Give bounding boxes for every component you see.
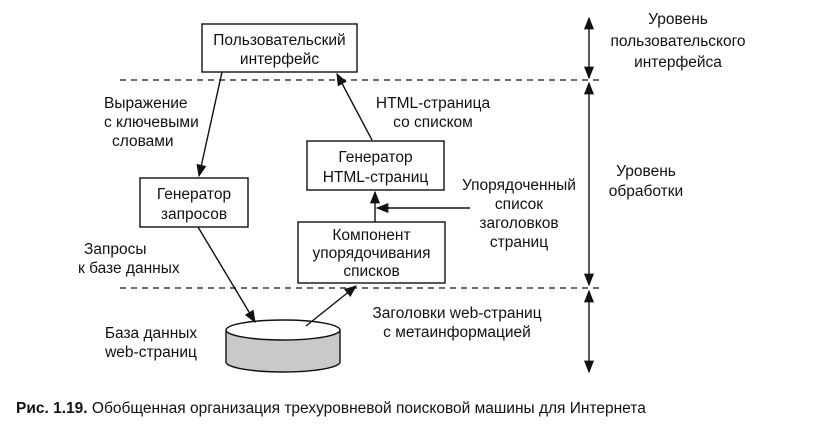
arrow-html-generator-to-ui: [336, 72, 373, 141]
processing-level-label: Уровень обработки: [609, 163, 683, 200]
ui-level-label: Уровень пользовательского интерфейса: [610, 11, 745, 71]
database-cylinder: [225, 319, 341, 373]
caption-text: Обобщенная организация трехуровневой пои…: [91, 400, 646, 417]
ordered-list-line-1: Упорядоченный: [462, 177, 576, 194]
database-line-2: web-страниц: [104, 344, 197, 361]
arrow-database-to-list-component: [305, 285, 357, 327]
list-component-line-2: упорядочивания: [313, 245, 431, 262]
list-component-box: Компонент упорядочивания списков: [297, 221, 446, 284]
queries-label: Запросы к базе данных: [78, 241, 180, 277]
query-generator-line-2: запросов: [161, 206, 227, 223]
figure-caption: Рис. 1.19. Обобщенная организация трехур…: [16, 400, 816, 418]
queries-line-2: к базе данных: [78, 260, 180, 277]
queries-line-1: Запросы: [84, 241, 147, 258]
html-generator-line-2: HTML-страниц: [323, 169, 429, 186]
keywords-line-2: с ключевыми: [104, 114, 199, 131]
headers-label: Заголовки web-страниц с метаинформацией: [372, 305, 541, 341]
database-line-1: База данных: [105, 325, 198, 342]
query-generator-box: Генератор запросов: [139, 177, 249, 228]
query-generator-line-1: Генератор: [157, 186, 231, 203]
html-page-label: HTML-страница со списком: [376, 95, 491, 131]
ui-level-line-3: интерфейса: [634, 54, 722, 71]
ordered-list-line-3: заголовков: [479, 215, 558, 232]
html-page-line-2: со списком: [393, 114, 473, 131]
ordered-list-line-2: список: [495, 196, 543, 213]
keywords-line-3: словами: [112, 133, 174, 150]
headers-line-1: Заголовки web-страниц: [372, 305, 541, 322]
html-page-line-1: HTML-страница: [376, 95, 491, 112]
html-generator-line-1: Генератор: [338, 149, 412, 166]
caption-number: Рис. 1.19.: [16, 400, 88, 417]
database-label: База данных web-страниц: [104, 325, 197, 361]
headers-line-2: с метаинформацией: [383, 324, 531, 341]
processing-level-line-2: обработки: [609, 183, 683, 200]
keywords-line-1: Выражение: [104, 95, 188, 112]
ui-level-line-1: Уровень: [648, 11, 708, 28]
user-interface-line-1: Пользовательский: [213, 32, 345, 49]
list-component-line-1: Компонент: [332, 227, 410, 244]
ordered-list-line-4: страниц: [490, 234, 548, 251]
user-interface-line-2: интерфейс: [240, 51, 319, 68]
list-component-line-3: списков: [343, 263, 399, 280]
ordered-list-label: Упорядоченный список заголовков страниц: [462, 177, 576, 251]
user-interface-box: Пользовательский интерфейс: [201, 23, 358, 73]
keywords-label: Выражение с ключевыми словами: [104, 95, 199, 150]
html-generator-box: Генератор HTML-страниц: [306, 140, 445, 191]
arrow-ui-to-query-generator: [196, 71, 223, 178]
processing-level-line-1: Уровень: [616, 163, 676, 180]
ui-level-line-2: пользовательского: [610, 33, 745, 50]
arrow-query-generator-to-database: [197, 226, 256, 324]
